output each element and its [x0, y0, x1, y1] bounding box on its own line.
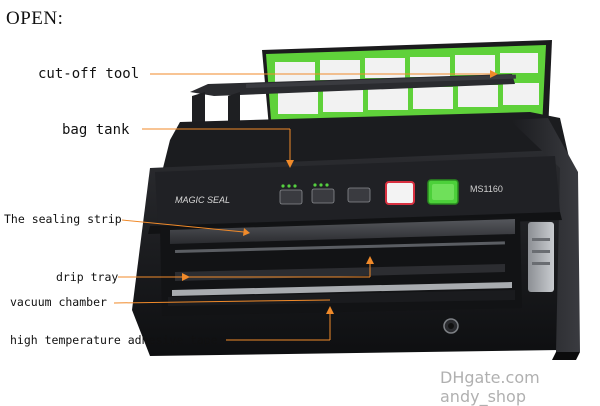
- label-sealing-strip: The sealing strip: [4, 212, 122, 226]
- label-bag-tank: bag tank: [62, 122, 130, 138]
- label-drip-tray: drip tray: [56, 270, 119, 284]
- instruction-card: [262, 40, 552, 138]
- control-panel: [279, 179, 459, 205]
- cancel-button[interactable]: [385, 181, 415, 205]
- model-number: MS1160: [470, 184, 503, 194]
- seal-button[interactable]: [347, 187, 371, 203]
- label-vacuum-chamber: vacuum chamber: [10, 295, 107, 309]
- lock-latch: [528, 222, 554, 292]
- watermark: DHgate.com andy_shop: [440, 368, 540, 406]
- speed-button[interactable]: [311, 188, 335, 204]
- bag-tank: [190, 74, 516, 140]
- brand-logo: MAGIC SEAL: [175, 195, 230, 205]
- adhesive-tape: [172, 282, 512, 296]
- label-adhesive-tape: high temperature adhesive tape: [10, 333, 218, 347]
- mode-button[interactable]: [279, 189, 303, 205]
- sealing-strip: [170, 219, 515, 244]
- callout-lines: [113, 73, 490, 341]
- page-title: OPEN:: [6, 8, 64, 29]
- vacuum-chamber: [160, 216, 522, 316]
- callout-arrows: [182, 70, 498, 314]
- label-cut-off-tool: cut-off tool: [38, 66, 140, 82]
